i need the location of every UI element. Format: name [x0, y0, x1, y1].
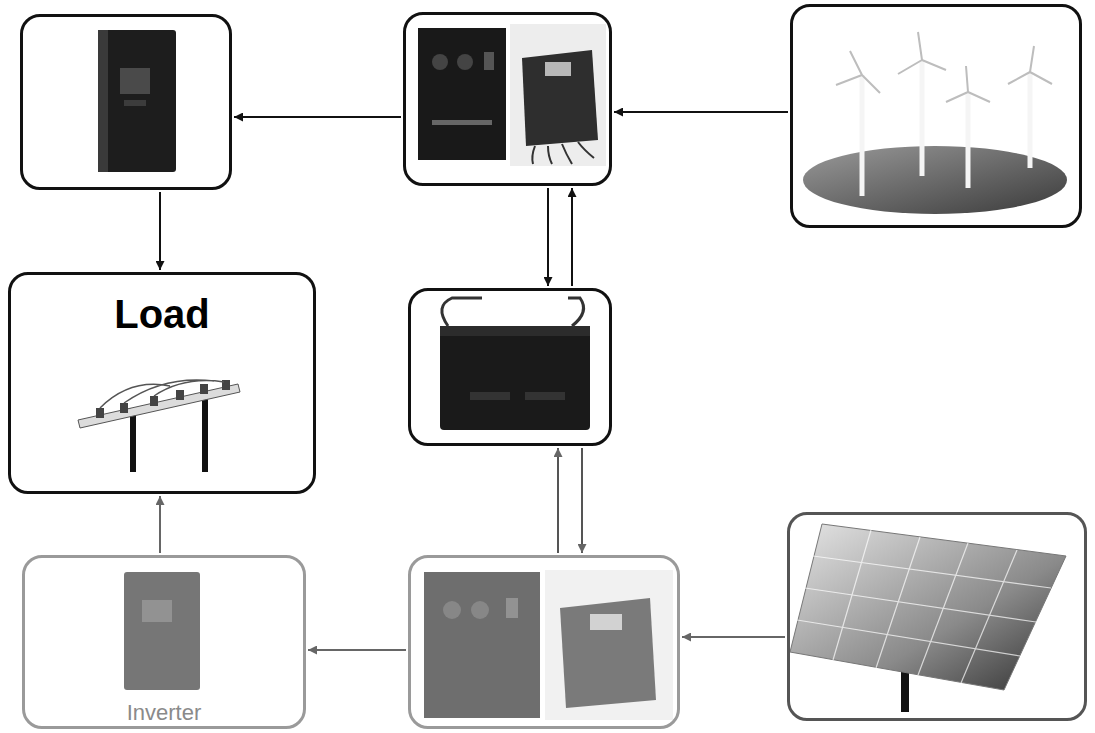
- turbine-blade: [898, 32, 946, 74]
- inverter-picture: [124, 572, 200, 690]
- turbine-blades: [836, 32, 1052, 102]
- power-line-picture: [78, 380, 240, 472]
- battery-lid: [440, 326, 590, 336]
- box-caption: Inverter: [127, 700, 202, 725]
- turbine-blade: [946, 66, 990, 102]
- turbine-towers: [862, 60, 1030, 196]
- flow-arrow: [159, 192, 161, 270]
- pole: [202, 396, 208, 472]
- inverter-display: [142, 600, 172, 622]
- controller-dial: [457, 54, 473, 70]
- controller-plate: [432, 120, 492, 125]
- controller-wires: [532, 142, 594, 164]
- controller-device: [560, 598, 656, 708]
- flow-arrow: [557, 448, 559, 553]
- controller-box: [403, 12, 612, 186]
- panel-grid: [797, 530, 1051, 683]
- flow-arrow: [308, 649, 406, 651]
- wind-turbine-picture: [803, 32, 1067, 214]
- insulator: [150, 396, 158, 406]
- controller-photo: [545, 570, 673, 720]
- pole: [130, 408, 136, 472]
- wires: [100, 380, 224, 408]
- battery-handle: [568, 298, 584, 326]
- inverter-box: Inverter: [22, 555, 306, 729]
- panel-grid-line: [961, 550, 1017, 683]
- controller-dial: [432, 54, 448, 70]
- flow-arrow: [614, 111, 788, 113]
- controller-photo: [510, 24, 606, 166]
- controller-switch: [484, 52, 494, 70]
- controller-screen: [545, 62, 571, 76]
- turbine-tower: [920, 60, 925, 176]
- turbine-blade: [1008, 46, 1052, 84]
- controller-panel: [424, 572, 540, 718]
- inverter-picture: [98, 30, 176, 172]
- turbine-tower: [860, 75, 865, 196]
- controller-box: [408, 555, 680, 729]
- battery-body: [440, 326, 590, 430]
- panel-grid-line: [918, 543, 968, 675]
- turbine-ground: [803, 146, 1067, 214]
- controller-screen: [590, 614, 622, 630]
- inverter-display: [120, 68, 150, 94]
- controller-dial: [443, 601, 461, 619]
- battery-handle: [442, 298, 482, 326]
- wind-turbine-box: [790, 4, 1082, 228]
- panel-grid-line: [813, 556, 1051, 588]
- box-title: Load: [114, 291, 210, 337]
- battery-label: [470, 392, 510, 400]
- flow-arrow: [682, 636, 785, 638]
- flow-arrow: [571, 188, 573, 286]
- inverter-box: [20, 14, 232, 190]
- flow-arrow: [581, 448, 583, 553]
- flow-arrow: [234, 116, 401, 118]
- controller-panel: [418, 28, 506, 160]
- insulator: [120, 403, 128, 413]
- controller-device: [522, 50, 598, 146]
- turbine-blade: [836, 51, 880, 93]
- load-box: Load: [8, 272, 316, 494]
- insulator: [96, 408, 104, 418]
- insulator: [200, 384, 208, 394]
- controller-picture: [418, 24, 606, 166]
- insulator: [176, 390, 184, 400]
- controller-picture: [424, 570, 673, 720]
- flow-arrow: [159, 496, 161, 553]
- solar-panel-box: [787, 512, 1087, 721]
- panel-face: [790, 524, 1066, 690]
- controller-switch: [506, 598, 518, 618]
- insulators: [96, 380, 230, 418]
- battery-picture: [440, 298, 590, 430]
- inverter-keys: [124, 100, 146, 106]
- turbine-tower: [1028, 72, 1033, 168]
- battery-label: [525, 392, 565, 400]
- panel-grid-line: [805, 588, 1036, 622]
- controller-dial: [471, 601, 489, 619]
- panel-grid-line: [797, 620, 1020, 656]
- battery-box: [408, 288, 612, 446]
- inverter-body: [124, 572, 200, 690]
- solar-panel-picture: [790, 524, 1066, 712]
- inverter-side: [98, 30, 108, 172]
- turbine-tower: [966, 92, 971, 188]
- inverter-body: [98, 30, 176, 172]
- panel-grid-line: [876, 537, 920, 668]
- flow-arrow: [547, 188, 549, 286]
